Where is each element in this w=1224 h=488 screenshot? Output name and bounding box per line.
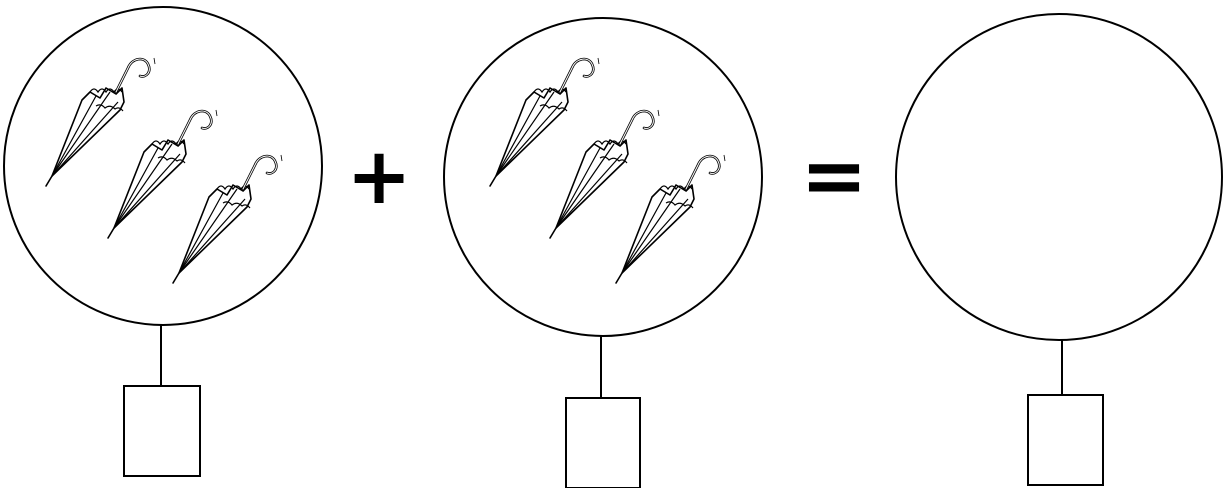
middle-answer-box[interactable] xyxy=(566,398,640,488)
left-answer-box[interactable] xyxy=(124,386,200,476)
equals-sign: = xyxy=(794,136,874,216)
left-group xyxy=(4,7,322,476)
result-answer-box[interactable] xyxy=(1028,395,1103,485)
middle-group xyxy=(444,18,762,488)
result-circle[interactable] xyxy=(896,14,1222,340)
plus-sign: + xyxy=(339,138,419,216)
result-group xyxy=(896,14,1222,485)
